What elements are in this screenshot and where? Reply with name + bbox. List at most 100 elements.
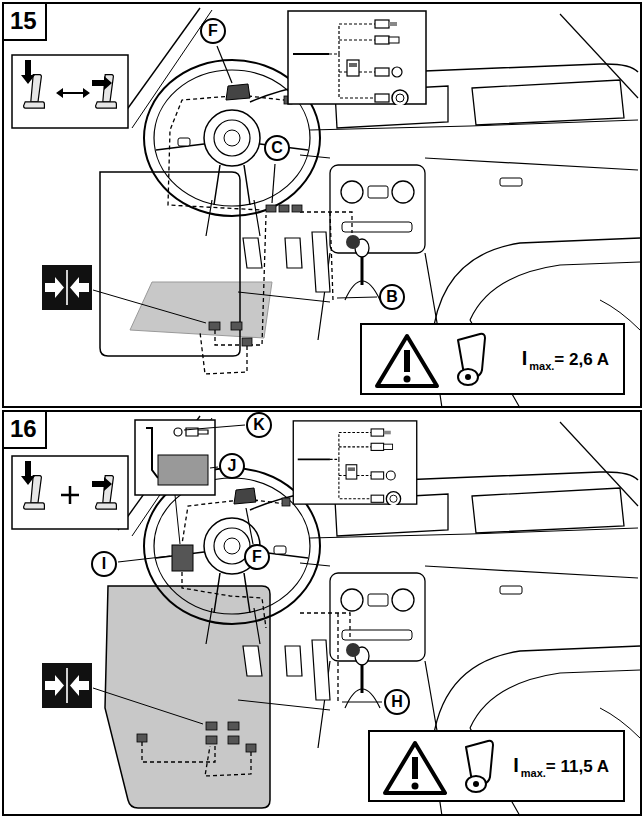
leader-line-part: [217, 46, 232, 83]
callout-letter-text: J: [228, 457, 237, 475]
wiring-harness-part: [168, 96, 262, 210]
step-number: 15: [10, 7, 37, 34]
wiring-harness-part: [300, 613, 350, 640]
callout-letter-text: K: [253, 416, 265, 434]
current-rating: Imax.= 2,6 A: [522, 347, 609, 372]
connector-plugs-part: [292, 205, 302, 212]
bracket-inset: [135, 420, 215, 544]
leader-line-part: [272, 164, 275, 203]
bracket-inset-part: [135, 420, 215, 495]
leader-line-part: [246, 508, 253, 544]
wiring-harness-part: [248, 96, 284, 100]
wiring-harness-part: [337, 613, 338, 702]
disconnect-icon-part: [93, 688, 203, 724]
step-number-box: 15: [4, 4, 47, 41]
current-warning-box: Imax.= 11,5 A: [368, 730, 625, 802]
warning-symbols: [362, 325, 623, 393]
bracket-inset-part: [146, 428, 158, 478]
step-number: 16: [10, 415, 37, 442]
callout-letter-text: B: [386, 288, 398, 306]
seat-adjust-icon-part: [56, 88, 90, 98]
leader-line-part: [118, 556, 170, 562]
warning-symbols-part: [385, 741, 493, 793]
seat-adjust-icon-part: [92, 76, 112, 90]
memory-module-part: [226, 84, 250, 100]
disconnect-icon-part: [93, 290, 206, 323]
floor-area-part: [130, 282, 272, 338]
leader-line-part: [342, 701, 382, 702]
seat-adjust-icon-part: [21, 60, 35, 84]
seat-outline-part: [100, 172, 240, 356]
memory-module-part: [234, 488, 256, 504]
connector-plugs-part: [206, 722, 217, 730]
seat-adjust-icon-part: [92, 477, 112, 491]
wiring-harness-part: [142, 742, 215, 762]
connector-plugs-part: [266, 205, 276, 212]
current-text: = 2,6 A: [554, 350, 609, 369]
disconnect-icon: [42, 663, 203, 724]
connector-plugs-part: [282, 498, 290, 506]
leader-line-part: [337, 297, 377, 298]
leader-line: [217, 46, 377, 298]
connector-plugs-part: [228, 722, 239, 730]
callout-letter: I: [91, 551, 117, 577]
bracket-inset-part: [174, 428, 182, 436]
car-interior-illustration-part: [12, 420, 623, 800]
car-interior-part: [118, 416, 640, 816]
leader-line-part: [184, 425, 245, 430]
callout-letter-text: F: [208, 22, 218, 40]
current-text: = 11,5 A: [546, 757, 609, 776]
callout-letter: J: [219, 453, 245, 479]
wiring-harness-part: [215, 215, 266, 345]
subscript-text: max.: [529, 360, 554, 372]
callout-letter: H: [384, 689, 410, 715]
warning-symbols-part: [377, 334, 485, 386]
plug-types-inset: [288, 11, 426, 106]
wiring-harness-part: [182, 572, 266, 628]
wiring-harness: [168, 96, 352, 374]
connector-plugs-part: [279, 205, 289, 212]
callout-letter-text: F: [252, 548, 262, 566]
step-number-box: 16: [4, 412, 47, 449]
warning-symbols: [370, 732, 623, 800]
memory-module-part: [172, 545, 193, 571]
seat-outline: [100, 172, 240, 356]
callout-letter-text: H: [391, 693, 403, 711]
disconnect-icon: [42, 265, 206, 323]
connector-plugs-part: [231, 322, 242, 330]
wiring-harness-part: [254, 500, 286, 504]
connector-plugs: [137, 498, 290, 752]
plug-types-inset-part: [288, 11, 426, 106]
seat-adjust-icon-part: [12, 55, 128, 128]
callout-letter-text: I: [102, 555, 106, 573]
disconnect-icon-part: [42, 663, 92, 708]
callout-letter-text: C: [271, 139, 283, 157]
wiring-harness-part: [300, 212, 352, 233]
callout-letter: C: [264, 135, 290, 161]
wiring-harness-part: [200, 332, 247, 374]
leader-line: [118, 425, 382, 702]
seat-adjust-icon-part: [21, 461, 35, 485]
floor-area-part: [105, 586, 270, 808]
wiring-harness-part: [205, 746, 251, 776]
connector-plugs-part: [228, 736, 239, 744]
connector-plugs: [209, 96, 302, 346]
bracket-inset-part: [175, 495, 180, 544]
connector-plugs-part: [137, 734, 147, 742]
plug-types-inset-part: [293, 421, 416, 506]
connector-plugs-part: [242, 338, 252, 346]
car-interior: [118, 8, 640, 816]
seat-adjust-icon-part: [12, 456, 128, 529]
seat-adjust-icon: [12, 55, 128, 128]
wiring-harness-part: [182, 500, 240, 544]
connector-plugs-part: [246, 744, 256, 752]
current-rating: Imax.= 11,5 A: [513, 754, 609, 779]
warning-symbols-part: [362, 325, 623, 393]
seat-adjust-icon-part: [61, 486, 79, 504]
plug-types-inset: [293, 421, 416, 506]
current-warning-box: Imax.= 2,6 A: [360, 323, 625, 395]
wiring-harness: [142, 500, 350, 776]
step-panel: 15F C B Imax.= 2,6 A: [2, 2, 642, 408]
disconnect-icon-part: [42, 265, 92, 310]
